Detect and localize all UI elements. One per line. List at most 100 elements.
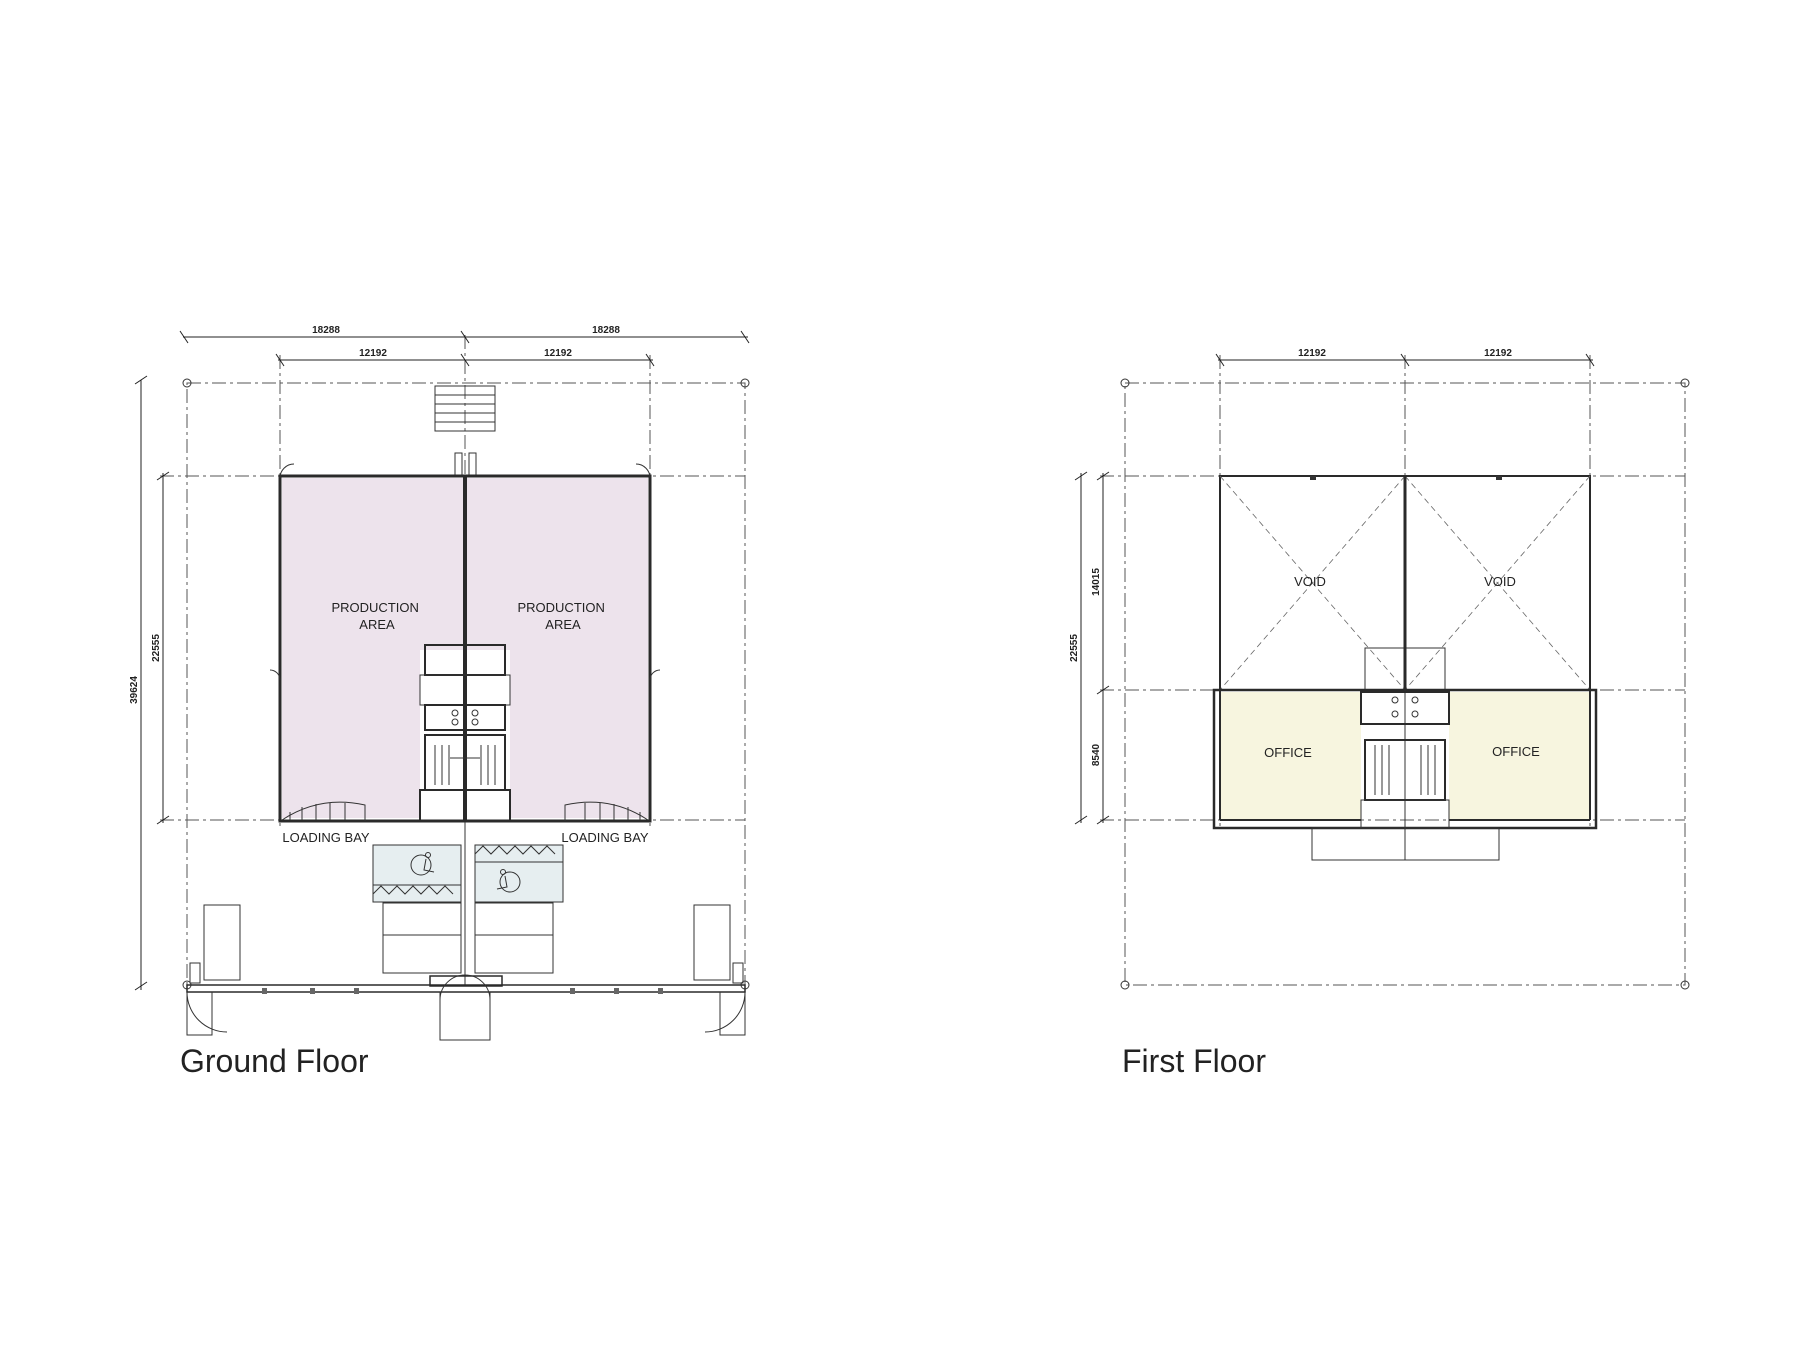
ff-void-cross: [1404, 475, 1591, 691]
gf-main-gate: [429, 975, 503, 987]
gf-door-swing: [635, 463, 651, 479]
ff-office-right: [1449, 692, 1590, 820]
gf-dim-building-depth: 22555: [151, 634, 162, 662]
gf-fence-post: [354, 988, 359, 994]
gf-side-gate: [186, 992, 213, 1036]
gf-dim-tick: [460, 330, 470, 344]
gf-fence-post: [570, 988, 575, 994]
gf-center-gate: [439, 992, 491, 1041]
ff-grid-node: [1680, 378, 1690, 388]
gf-wc-fixture: [451, 709, 459, 717]
gf-roller-shutter-left: [281, 801, 366, 821]
gf-room-label-production-left: PRODUCTION AREA: [331, 600, 422, 632]
gf-entry-door: [468, 452, 477, 476]
gf-guard-house-right: [693, 904, 731, 981]
ff-wc-fixture: [1411, 710, 1419, 718]
gf-entry-steps: [434, 385, 496, 432]
gf-grid-node: [182, 378, 192, 388]
ff-dim-void-depth: 14015: [1091, 568, 1102, 596]
ff-grid-node: [1120, 980, 1130, 990]
gf-gate-swing: [439, 974, 491, 1001]
gf-core-entrance: [419, 789, 511, 822]
ff-grid-node: [1680, 980, 1690, 990]
first-floor-plan: 12192 12192 22555 14015 8540: [1069, 348, 1690, 1079]
gf-entry-door: [454, 452, 463, 476]
gf-room-label-line: AREA: [545, 617, 581, 632]
gf-perimeter-fence: [186, 984, 746, 993]
gf-gate-swing: [704, 991, 746, 1033]
ff-dim-tick: [1096, 685, 1110, 695]
gf-pillar: [189, 962, 201, 984]
wheelchair-icon: [410, 852, 435, 876]
gf-hatch-pattern: [372, 885, 454, 895]
gf-dim-tick: [156, 471, 170, 481]
gf-dim-inner-left: 12192: [359, 348, 387, 359]
gf-fence-post: [262, 988, 267, 994]
gf-grid-node: [740, 378, 750, 388]
gf-gate-swing: [186, 991, 228, 1033]
ff-dim-tick: [1074, 471, 1088, 481]
gf-accessible-parking-left: [372, 844, 462, 903]
gf-wc-fixture: [471, 718, 479, 726]
gf-guard-house-left: [203, 904, 241, 981]
ff-room-label-void-left: VOID: [1294, 574, 1326, 589]
ff-dim-inner-right: 12192: [1484, 348, 1512, 359]
ff-column: [1496, 476, 1502, 480]
gf-dim-tick: [275, 353, 285, 367]
gf-dim-tick: [645, 353, 655, 367]
ground-floor-plan: 18288 18288 12192 12192 39624 22555: [129, 325, 750, 1079]
ff-room-label-void-right: VOID: [1484, 574, 1516, 589]
ff-dim-tick: [1585, 353, 1595, 367]
gf-toilet-block: [424, 704, 506, 731]
gf-side-gate: [719, 992, 746, 1036]
ff-toilet-block: [1360, 691, 1450, 725]
gf-dim-inner-right: 12192: [544, 348, 572, 359]
ff-dim-tick: [1074, 815, 1088, 825]
ff-column: [1310, 476, 1316, 480]
gf-room-label-line: PRODUCTION: [517, 600, 604, 615]
gf-door-swing: [269, 669, 281, 681]
gf-parking-bay: [382, 902, 462, 974]
gf-parking-bay: [474, 902, 554, 974]
wheelchair-icon: [496, 869, 521, 893]
gf-roller-shutter-right: [564, 801, 649, 821]
gf-loading-bay-label-left: LOADING BAY: [282, 830, 370, 845]
ff-grid-node: [1120, 378, 1130, 388]
gf-fence-post: [614, 988, 619, 994]
ff-dim-building-depth: 22555: [1069, 634, 1080, 662]
ff-room-label-office-left: OFFICE: [1264, 745, 1312, 760]
ff-dim-tick: [1096, 471, 1110, 481]
ff-dim-tick: [1096, 815, 1110, 825]
gf-fence-post: [658, 988, 663, 994]
ff-wc-fixture: [1391, 710, 1399, 718]
gf-dim-tick: [134, 375, 148, 385]
ff-wc-fixture: [1391, 696, 1399, 704]
gf-room-label-line: AREA: [359, 617, 395, 632]
gf-fence-post: [310, 988, 315, 994]
ff-room-label-office-right: OFFICE: [1492, 744, 1540, 759]
ff-dim-inner-left: 12192: [1298, 348, 1326, 359]
gf-wc-fixture: [451, 718, 459, 726]
gf-pillar: [732, 962, 744, 984]
gf-dim-tick: [460, 353, 470, 367]
gf-wc-fixture: [471, 709, 479, 717]
gf-door-swing: [649, 669, 661, 681]
gf-loading-bay-label-right: LOADING BAY: [561, 830, 649, 845]
ff-balcony: [1311, 827, 1500, 861]
ground-floor-title: Ground Floor: [180, 1043, 369, 1079]
gf-door-swing: [279, 463, 295, 479]
first-floor-title: First Floor: [1122, 1043, 1266, 1079]
gf-room-label-production-right: PRODUCTION AREA: [517, 600, 608, 632]
gf-dim-tick: [179, 330, 189, 344]
ff-void-cross: [1219, 475, 1406, 691]
ff-wc-fixture: [1411, 696, 1419, 704]
gf-room-label-line: PRODUCTION: [331, 600, 418, 615]
ff-dim-tick: [1400, 353, 1410, 367]
gf-dim-tick: [740, 330, 750, 344]
ff-dim-office-depth: 8540: [1091, 743, 1102, 766]
ff-office-left: [1220, 692, 1361, 820]
gf-dim-tick: [156, 815, 170, 825]
gf-dim-tick: [134, 981, 148, 991]
